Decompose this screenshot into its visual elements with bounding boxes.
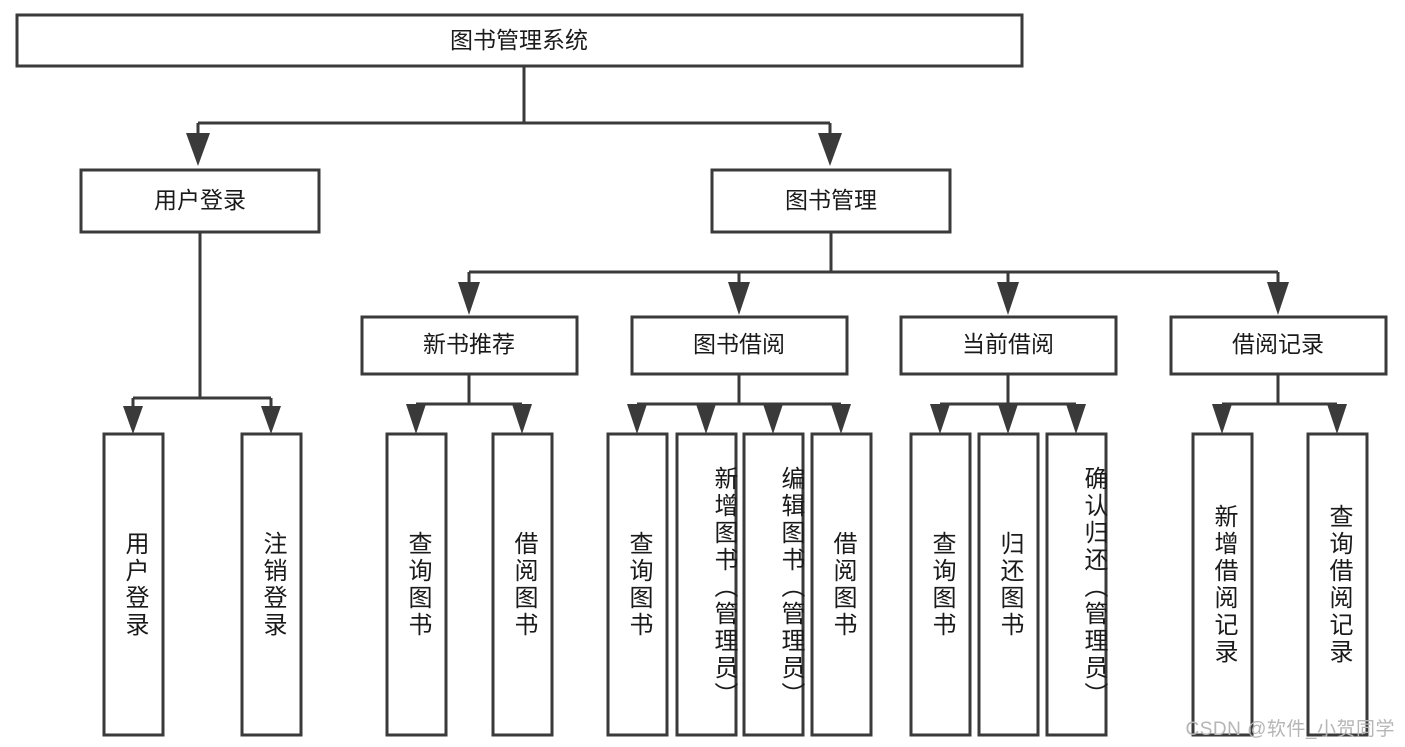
arrow-head-record-0 [1212,404,1232,434]
node-user-login[interactable]: 用户登录 [79,168,321,234]
node-book-management-label: 图书管理 [785,187,877,213]
arrow-head-level2-3 [1267,282,1289,315]
leaf-box-current-0[interactable] [909,432,972,737]
arrow-head-level1-1 [818,133,842,166]
arrow-head-current-1 [998,404,1018,434]
node-borrow-record-box[interactable] [1169,315,1388,376]
node-borrow-record-label: 借阅记录 [1232,331,1324,357]
node-book-borrow-label: 图书借阅 [693,331,785,357]
leaf-box-record-0[interactable] [1191,432,1254,737]
leaf-box-current-1[interactable] [977,432,1040,737]
leaf-box-recommend-1[interactable] [491,432,554,737]
arrow-head-current-2 [1066,404,1086,434]
node-user-login-label: 用户登录 [154,187,246,213]
leaf-box-user-login-1[interactable] [240,432,303,737]
arrow-head-user-login-1 [261,406,281,434]
node-new-book-recommend-label: 新书推荐 [423,331,515,357]
arrow-head-borrow-3 [831,404,851,434]
leaf-box-borrow-2[interactable] [742,432,805,737]
arrow-head-borrow-2 [763,404,783,434]
node-root-box[interactable] [15,13,1024,68]
node-current-borrow-label: 当前借阅 [962,331,1054,357]
arrow-head-user-login-0 [123,406,143,434]
node-book-borrow[interactable]: 图书借阅 [630,315,849,376]
arrow-head-level1-0 [186,133,210,166]
leaf-box-borrow-0[interactable] [606,432,669,737]
csdn-watermark: CSDN @软件_小贺同学 [1185,719,1395,740]
arrow-head-level2-1 [728,282,750,315]
leaf-box-borrow-3[interactable] [810,432,873,737]
leaf-box-user-login-0[interactable] [102,432,165,737]
node-current-borrow-box[interactable] [899,315,1118,376]
leaf-box-current-2[interactable] [1045,432,1108,737]
arrow-head-level2-2 [997,282,1019,315]
node-root[interactable]: 图书管理系统 [15,13,1024,68]
node-book-management-box[interactable] [710,168,952,234]
node-new-book-recommend[interactable]: 新书推荐 [360,315,579,376]
node-root-label: 图书管理系统 [450,27,588,53]
node-current-borrow[interactable]: 当前借阅 [899,315,1118,376]
arrow-head-borrow-0 [627,404,647,434]
node-book-borrow-box[interactable] [630,315,849,376]
leaf-box-record-1[interactable] [1306,432,1369,737]
leaf-box-borrow-1[interactable] [675,432,738,737]
node-borrow-record[interactable]: 借阅记录 [1169,315,1388,376]
node-new-book-recommend-box[interactable] [360,315,579,376]
leaf-box-recommend-0[interactable] [385,432,448,737]
arrow-head-level2-0 [458,282,480,315]
arrow-head-recommend-1 [512,404,532,434]
arrow-head-recommend-0 [406,404,426,434]
arrow-head-record-1 [1327,404,1347,434]
arrow-head-current-0 [930,404,950,434]
node-book-management[interactable]: 图书管理 [710,168,952,234]
arrow-head-borrow-1 [696,404,716,434]
